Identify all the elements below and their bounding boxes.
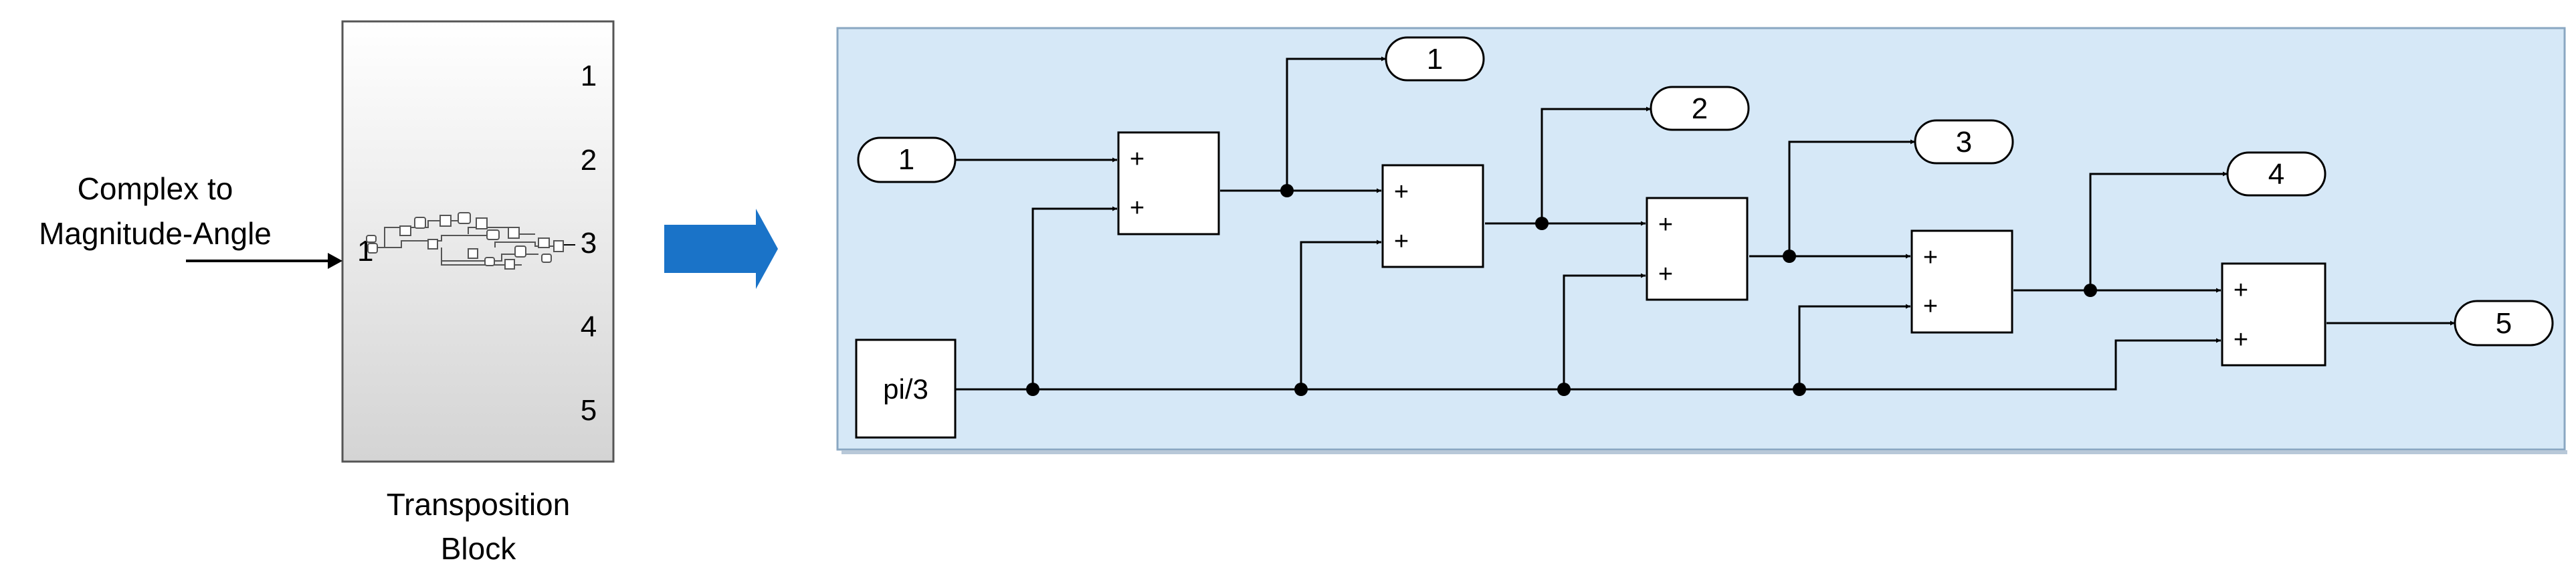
sum-5-sign-top: + (2234, 276, 2248, 304)
signal-wires (955, 56, 2455, 391)
sum-2-sign-top: + (1394, 178, 1409, 206)
output-port-2: 2 (581, 144, 597, 177)
outport-1[interactable]: 1 (1385, 36, 1485, 82)
block-caption-line1: Transposition (387, 487, 570, 522)
outport-4-label: 4 (2268, 158, 2284, 191)
sum-1-sign-top: + (1130, 145, 1145, 173)
constant-block[interactable] (855, 338, 957, 439)
sum-3-sign-top: + (1658, 211, 1673, 239)
outport-5-label: 5 (2496, 307, 2512, 340)
input-label-line2: Magnitude-Angle (39, 216, 272, 251)
output-port-4: 4 (581, 310, 597, 343)
transposition-block-body[interactable] (341, 20, 615, 463)
outport-2-label: 2 (1692, 92, 1708, 125)
transform-arrow-icon (664, 209, 778, 289)
sum-block-3[interactable]: + + (1646, 197, 1749, 301)
output-port-1: 1 (581, 60, 597, 92)
outport-3[interactable]: 3 (1914, 119, 2014, 165)
outport-3-label: 3 (1956, 126, 1972, 159)
sum-1-sign-bottom: + (1130, 194, 1145, 222)
output-port-3: 3 (581, 227, 597, 260)
sum-2-sign-bottom: + (1394, 227, 1409, 256)
wire-junctions (1026, 184, 2097, 396)
outport-1-label: 1 (1427, 43, 1443, 76)
input-label-line1: Complex to (78, 171, 233, 206)
mini-schematic-icon (366, 212, 564, 270)
block-caption-line2: Block (441, 531, 516, 566)
outport-4[interactable]: 4 (2226, 151, 2326, 197)
output-port-5: 5 (581, 394, 597, 427)
outport-5[interactable]: 5 (2454, 300, 2554, 347)
inport-1-label: 1 (898, 143, 914, 176)
sum-block-4[interactable]: + + (1910, 229, 2013, 334)
sum-block-2[interactable]: + + (1381, 164, 1484, 268)
transposition-block[interactable] (341, 20, 615, 463)
sum-block-1[interactable]: + + (1117, 131, 1220, 235)
constant-label: pi/3 (883, 373, 928, 405)
sum-3-sign-bottom: + (1658, 260, 1673, 288)
sum-4-sign-top: + (1923, 244, 1938, 272)
input-arrowhead (328, 253, 342, 269)
sum-5-sign-bottom: + (2234, 326, 2248, 354)
outport-2[interactable]: 2 (1650, 86, 1750, 131)
sum-4-sign-bottom: + (1923, 292, 1938, 320)
sum-block-5[interactable]: + + (2221, 262, 2326, 367)
